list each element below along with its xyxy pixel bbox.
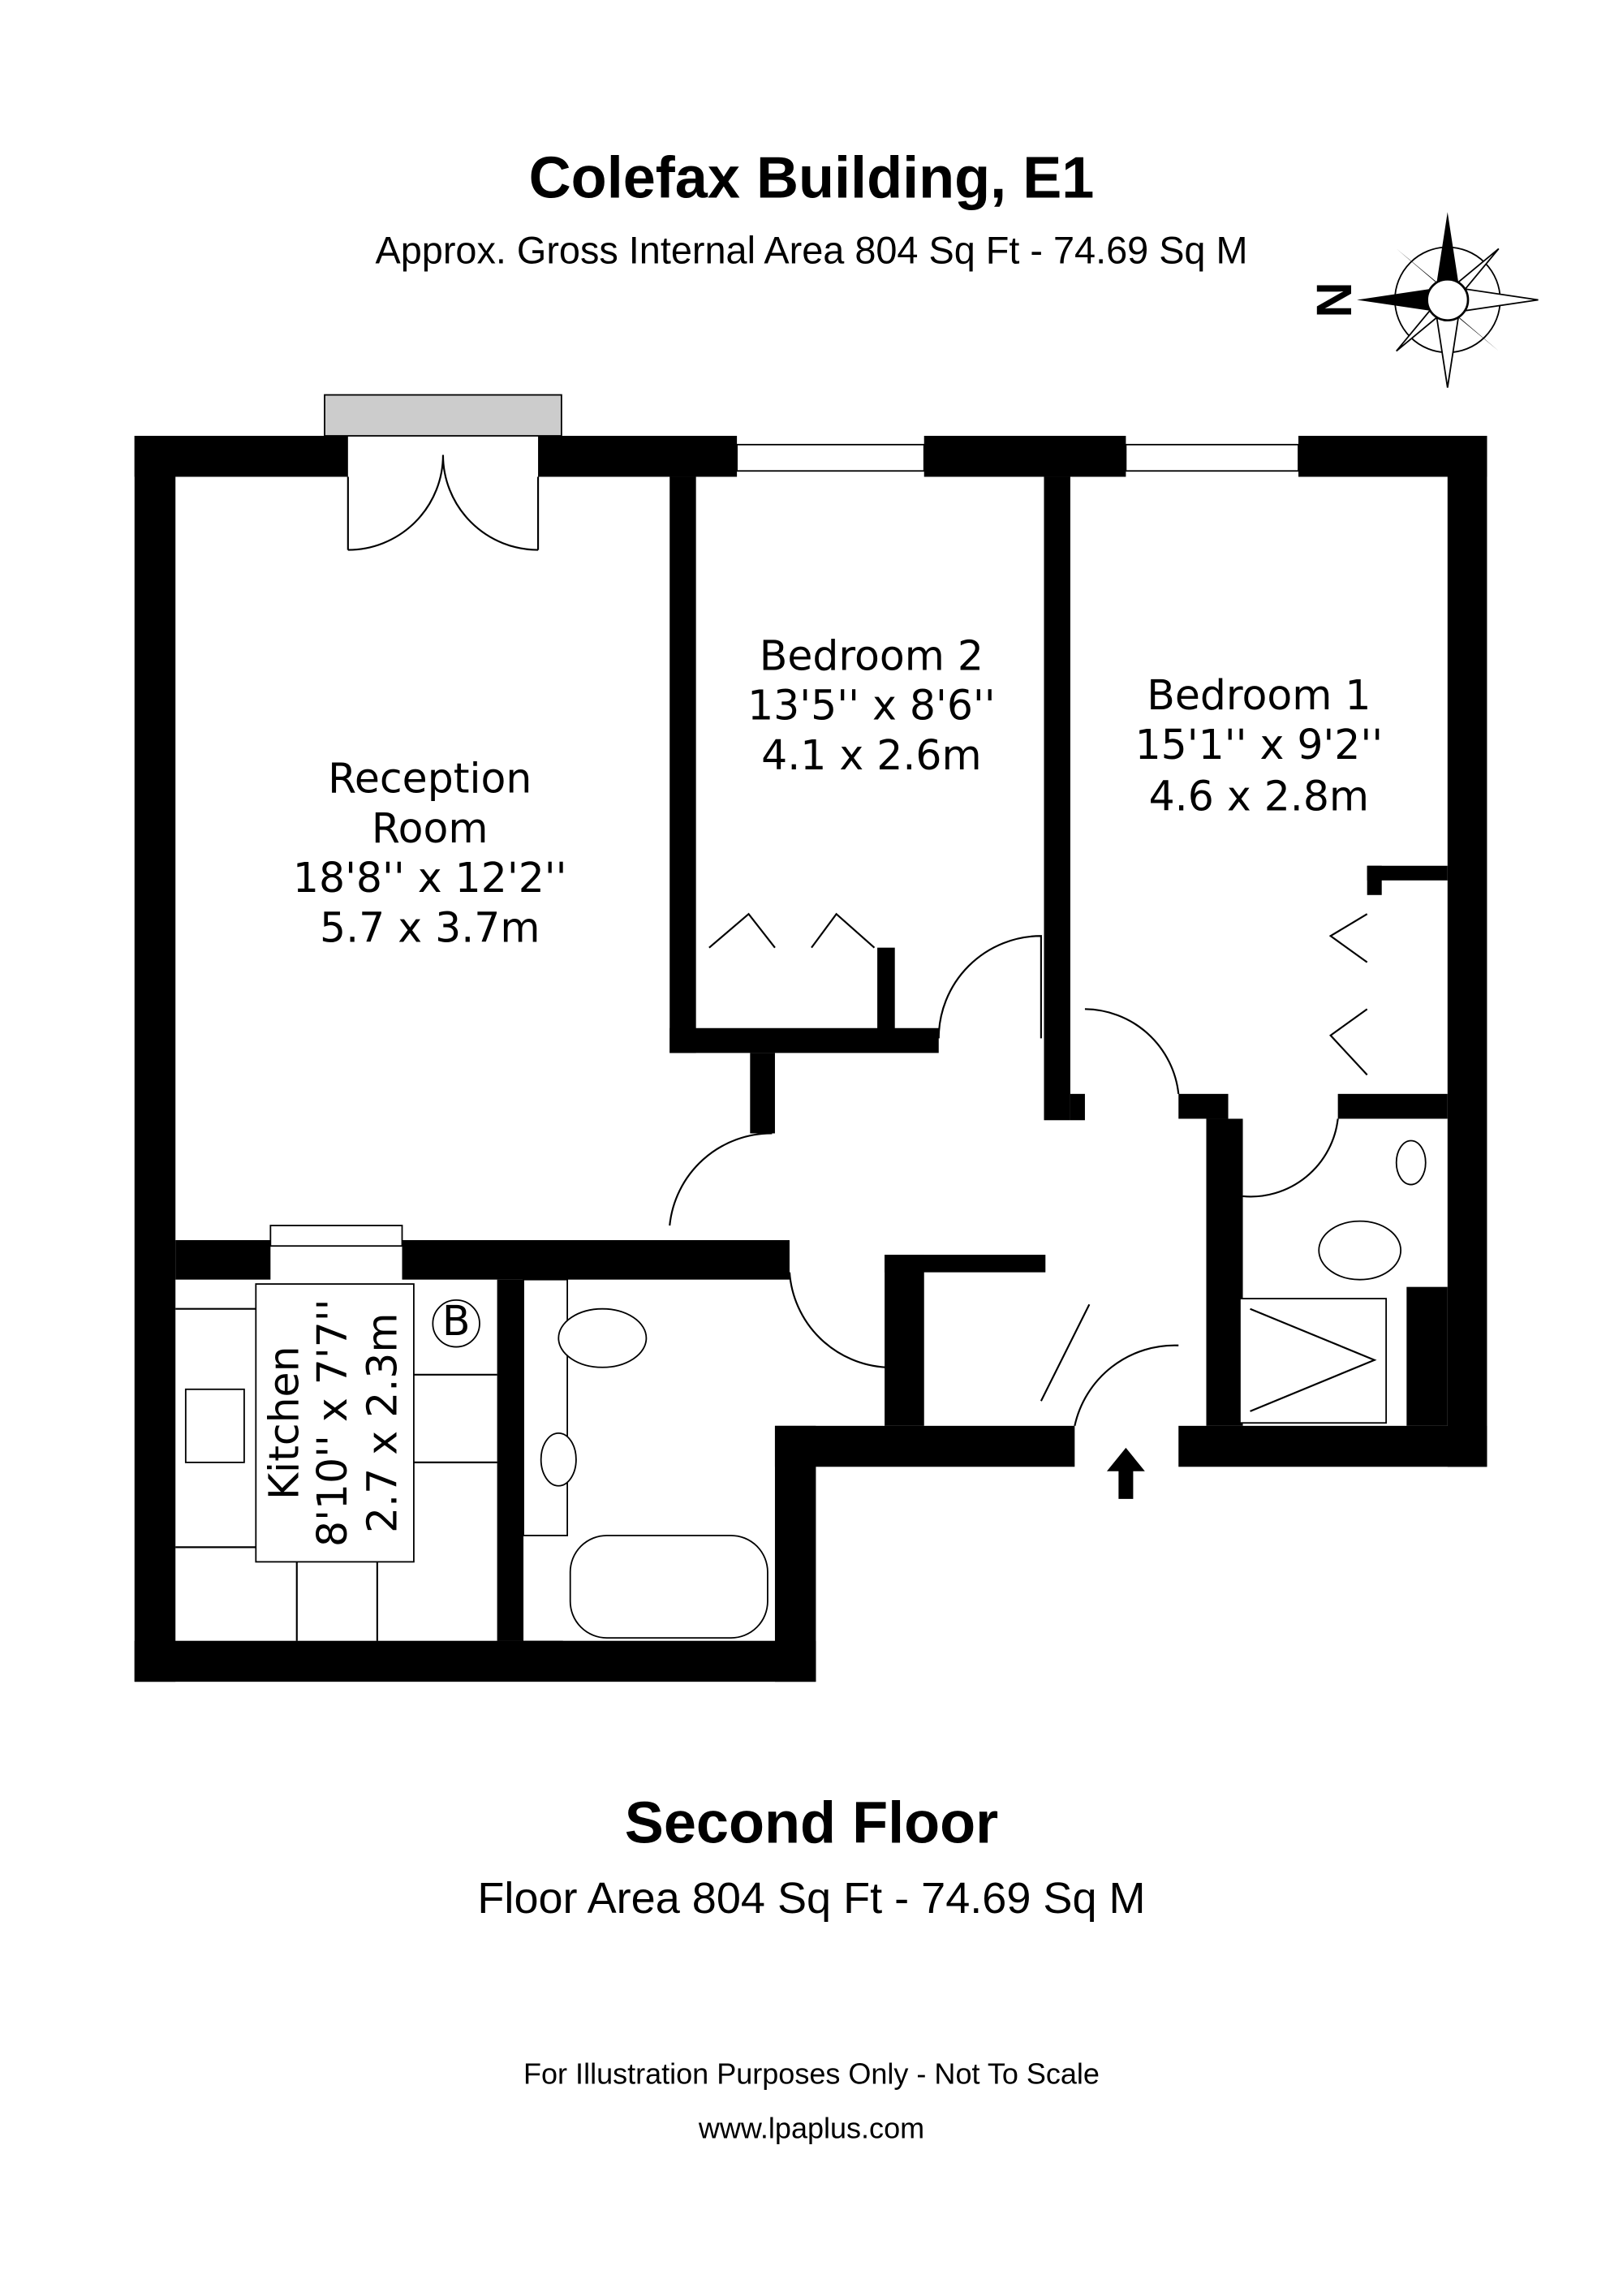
disclaimer: For Illustration Purposes Only - Not To … (523, 2057, 1100, 2091)
compass-north-label: N (1307, 282, 1362, 317)
bedroom1-metric: 4.6 x 2.8m (1149, 772, 1369, 820)
door-swings (669, 935, 1339, 1427)
bedroom2-metric: 4.1 x 2.6m (761, 731, 981, 779)
wardrobes (708, 912, 1368, 1076)
kitchen-units (175, 1307, 497, 1641)
reception-name-2: Room (372, 804, 489, 852)
bedroom2-name: Bedroom 2 (760, 631, 984, 679)
floor-title: Second Floor (625, 1790, 998, 1855)
bedroom1-name: Bedroom 1 (1147, 671, 1371, 719)
ensuite-basin (1395, 1139, 1427, 1186)
bedroom1-imperial: 15'1'' x 9'2'' (1135, 721, 1384, 769)
window-bedroom-2 (736, 443, 925, 472)
walls: B (134, 394, 1487, 1682)
ensuite-toilet (1318, 1220, 1402, 1281)
kitchen-metric: 2.7 x 2.3m (358, 1312, 406, 1532)
window-bedroom-1 (1125, 443, 1299, 472)
kitchen-label-box (255, 1283, 415, 1563)
shower (1239, 1298, 1388, 1424)
boiler-label: B (442, 1297, 471, 1345)
basin (540, 1432, 577, 1487)
bath (569, 1535, 768, 1639)
toilet (558, 1307, 648, 1368)
kitchen-imperial: 8'10'' x 7'7'' (308, 1299, 356, 1547)
reception-metric: 5.7 x 3.7m (320, 903, 540, 951)
page-title: Colefax Building, E1 (529, 145, 1095, 210)
floor-area: Floor Area 804 Sq Ft - 74.69 Sq M (477, 1874, 1145, 1923)
reception-name-1: Reception (328, 755, 532, 803)
entrance-arrow-icon (1106, 1447, 1145, 1499)
balcony (324, 394, 562, 437)
french-doors (347, 454, 540, 551)
reception-imperial: 18'8'' x 12'2'' (293, 854, 567, 902)
bathroom-vanity (523, 1278, 568, 1536)
bedroom2-imperial: 13'5'' x 8'6'' (747, 682, 996, 730)
kitchen-sink (184, 1388, 245, 1463)
boiler-icon (432, 1299, 480, 1348)
room-labels: Reception Room 18'8'' x 12'2'' 5.7 x 3.7… (260, 631, 1384, 1547)
compass-icon: N (1307, 212, 1539, 388)
website: www.lpaplus.com (698, 2111, 924, 2144)
kitchen-name: Kitchen (260, 1346, 308, 1500)
gross-area: Approx. Gross Internal Area 804 Sq Ft - … (376, 229, 1248, 271)
kitchen-window (269, 1225, 403, 1247)
